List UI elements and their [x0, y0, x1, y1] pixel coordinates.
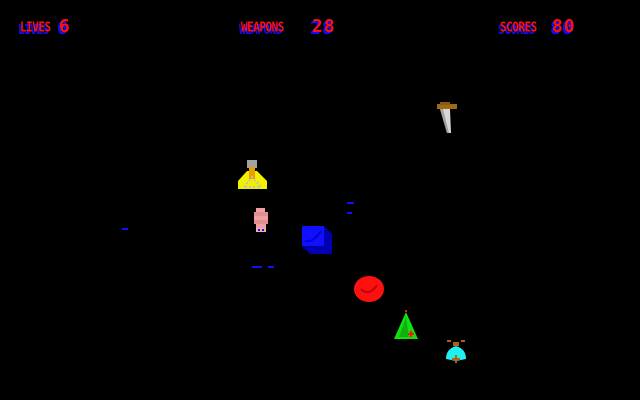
- blue-dash: [122, 228, 128, 230]
- blue-cube-icon: [302, 226, 332, 254]
- lives-value: 6: [59, 16, 71, 37]
- pink-worm-icon: [254, 208, 268, 232]
- weapons-label: WEAPONS: [241, 19, 284, 36]
- blue-dash: [268, 266, 274, 268]
- score-label: SCORES: [500, 19, 537, 36]
- lives-label: LIVES: [20, 19, 51, 36]
- potion-bottle-icon: [238, 160, 267, 189]
- dagger-icon: [437, 102, 457, 133]
- red-ball-icon: [354, 276, 384, 302]
- score-value: 80: [552, 16, 576, 37]
- blue-dash: [252, 266, 262, 268]
- cyan-fly-icon: [446, 340, 466, 363]
- weapons-value: 28: [312, 16, 336, 37]
- blue-dash: [347, 212, 352, 214]
- blue-dash: [347, 202, 354, 204]
- green-tree-icon: [394, 310, 418, 339]
